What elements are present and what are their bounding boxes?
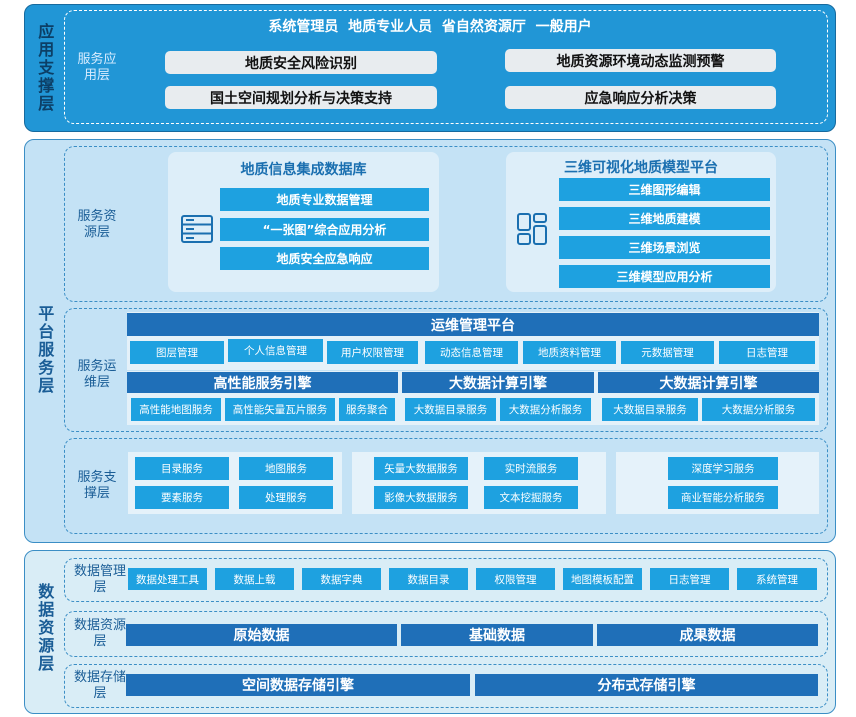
model-item-graphic-edit[interactable]: 三维图形编辑: [559, 178, 770, 201]
model-item-geo-modeling[interactable]: 三维地质建模: [559, 207, 770, 230]
layout-grid-icon: [516, 212, 548, 246]
model-item-scene-browse[interactable]: 三维场景浏览: [559, 236, 770, 259]
support-item-catalog[interactable]: 目录服务: [135, 457, 229, 480]
support-item-map[interactable]: 地图服务: [239, 457, 333, 480]
support-item-realtime-stream[interactable]: 实时流服务: [484, 457, 578, 480]
engine-item-bigdata-catalog-2[interactable]: 大数据目录服务: [602, 398, 698, 421]
service-app-layer-label: 服务应用层: [77, 51, 117, 83]
db-item-one-map[interactable]: “一张图”综合应用分析: [220, 218, 429, 241]
mgmt-item-personal-info[interactable]: 个人信息管理: [228, 339, 323, 362]
data-tool-permission[interactable]: 权限管理: [476, 568, 555, 590]
storage-spatial-engine[interactable]: 空间数据存储引擎: [126, 674, 470, 696]
model-item-application[interactable]: 三维模型应用分析: [559, 265, 770, 288]
engine-title-bigdata-1: 大数据计算引擎: [402, 372, 594, 393]
db-item-emergency[interactable]: 地质安全应急响应: [220, 247, 429, 270]
engine-item-hp-vector-tile[interactable]: 高性能矢量瓦片服务: [225, 398, 335, 421]
mgmt-item-layer[interactable]: 图层管理: [130, 341, 224, 364]
app-support-layer-label: 应用支撑层: [35, 23, 55, 113]
data-tool-log[interactable]: 日志管理: [650, 568, 729, 590]
data-resource-layer-label: 数据资源层: [35, 583, 55, 673]
support-item-feature[interactable]: 要素服务: [135, 486, 229, 509]
app-item-geo-resource-monitoring[interactable]: 地质资源环境动态监测预警: [505, 49, 776, 72]
mgmt-item-dynamic-info[interactable]: 动态信息管理: [425, 341, 518, 364]
user-roles: 系统管理员 地质专业人员 省自然资源厅 一般用户: [268, 19, 592, 35]
data-tool-catalog[interactable]: 数据目录: [389, 568, 468, 590]
mgmt-item-metadata[interactable]: 元数据管理: [621, 341, 714, 364]
data-raw[interactable]: 原始数据: [126, 624, 397, 646]
service-app-layer-frame: [64, 10, 828, 124]
data-tool-upload[interactable]: 数据上载: [215, 568, 294, 590]
service-ops-layer-label: 服务运维层: [77, 358, 117, 390]
mgmt-item-user-permission[interactable]: 用户权限管理: [327, 341, 418, 364]
mgmt-item-geo-data[interactable]: 地质资料管理: [523, 341, 616, 364]
engine-title-high-perf: 高性能服务引擎: [127, 372, 398, 393]
support-item-processing[interactable]: 处理服务: [239, 486, 333, 509]
engine-item-bigdata-catalog-1[interactable]: 大数据目录服务: [405, 398, 496, 421]
storage-distributed-engine[interactable]: 分布式存储引擎: [475, 674, 818, 696]
data-tool-map-template[interactable]: 地图模板配置: [563, 568, 642, 590]
engine-title-bigdata-2: 大数据计算引擎: [598, 372, 819, 393]
service-support-layer-frame: [64, 438, 828, 534]
service-resource-layer-label: 服务资源层: [77, 208, 117, 240]
engine-item-hp-map[interactable]: 高性能地图服务: [131, 398, 221, 421]
db-item-professional-data[interactable]: 地质专业数据管理: [220, 188, 429, 211]
mgmt-item-log[interactable]: 日志管理: [719, 341, 815, 364]
data-storage-layer-label: 数据存储层: [74, 669, 127, 701]
app-item-emergency-response[interactable]: 应急响应分析决策: [505, 86, 776, 109]
support-item-image-bigdata[interactable]: 影像大数据服务: [374, 486, 468, 509]
support-item-vector-bigdata[interactable]: 矢量大数据服务: [374, 457, 468, 480]
data-tool-dictionary[interactable]: 数据字典: [302, 568, 381, 590]
data-basic[interactable]: 基础数据: [401, 624, 593, 646]
server-icon: [180, 214, 214, 244]
data-storage-layer-frame: [64, 664, 828, 708]
app-item-geo-safety-risk[interactable]: 地质安全风险识别: [165, 51, 437, 74]
data-mgmt-layer-frame: [64, 558, 828, 602]
platform-service-layer-label: 平台服务层: [35, 305, 55, 395]
support-item-bi-analysis[interactable]: 商业智能分析服务: [668, 486, 778, 509]
geo-db-title: 地质信息集成数据库: [240, 162, 367, 178]
app-item-land-planning[interactable]: 国土空间规划分析与决策支持: [165, 86, 437, 109]
support-item-deep-learning[interactable]: 深度学习服务: [668, 457, 778, 480]
data-tool-system[interactable]: 系统管理: [737, 568, 817, 590]
engine-item-service-aggregation[interactable]: 服务聚合: [339, 398, 395, 421]
engine-item-bigdata-analysis-1[interactable]: 大数据分析服务: [500, 398, 591, 421]
support-item-text-mining[interactable]: 文本挖掘服务: [484, 486, 578, 509]
service-resource-layer-frame: [64, 146, 828, 302]
data-res-layer-frame: [64, 611, 828, 657]
3d-model-title: 三维可视化地质模型平台: [564, 160, 718, 176]
ops-platform-title: 运维管理平台: [127, 313, 819, 336]
data-tool-processing[interactable]: 数据处理工具: [128, 568, 207, 590]
data-results[interactable]: 成果数据: [597, 624, 818, 646]
service-ops-layer-frame: [64, 308, 828, 432]
service-support-layer-label: 服务支撑层: [77, 469, 117, 501]
data-res-layer-label: 数据资源层: [74, 617, 127, 649]
engine-item-bigdata-analysis-2[interactable]: 大数据分析服务: [702, 398, 815, 421]
data-mgmt-layer-label: 数据管理层: [74, 563, 127, 595]
